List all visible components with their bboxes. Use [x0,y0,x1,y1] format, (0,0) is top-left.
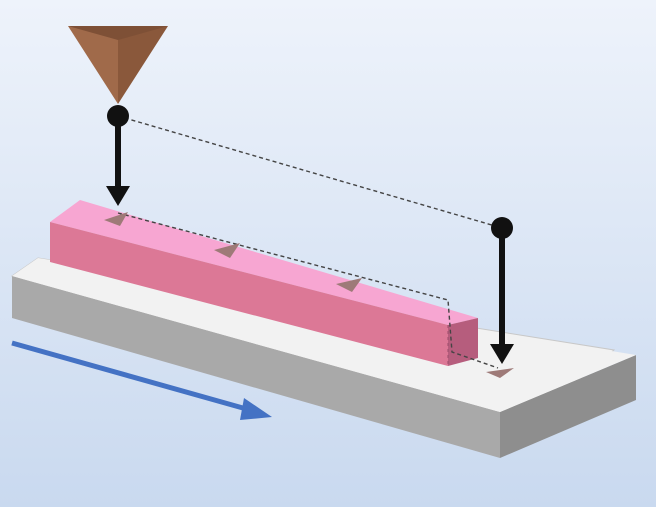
scan-path-line [117,212,499,369]
tip-face-right [118,26,168,104]
path-marker-start [104,212,128,226]
motion-arrow-head [240,398,272,420]
probe-tip-icon [68,26,168,104]
substrate [10,257,636,458]
path-marker-2 [336,278,362,292]
sample-bar [50,200,478,366]
tip-top [68,26,168,40]
tip-face-left [68,26,118,104]
path-marker-1 [214,243,240,258]
force-arrow-start [106,105,130,206]
arrow-head-end [490,344,514,364]
sample-end-face [448,318,478,366]
substrate-side-face [500,355,636,458]
scan-direction-arrow-icon [11,340,272,420]
substrate-top-surface [12,258,636,412]
motion-arrow-shaft [11,340,251,413]
substrate-front-face [12,276,500,458]
force-arrow-end [490,217,514,364]
sample-top-face [50,200,478,325]
path-marker-end [486,368,514,378]
sample-front-face [50,222,448,366]
tip-travel-line [117,115,503,229]
arrow-head-start [106,186,130,206]
